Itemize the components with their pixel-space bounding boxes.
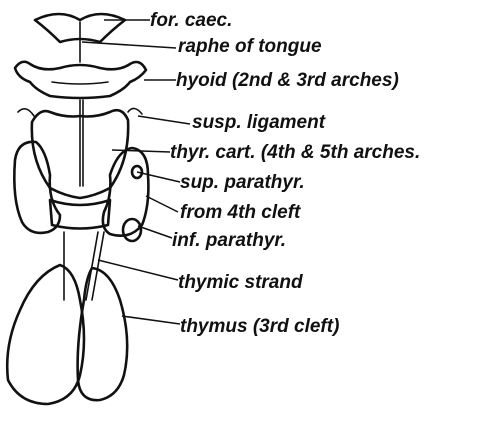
leader-lines <box>82 20 190 324</box>
label-raphe: raphe of tongue <box>178 36 322 57</box>
labels: for. caec. raphe of tongue hyoid (2nd & … <box>150 10 420 337</box>
label-thymus: thymus (3rd cleft) <box>180 316 339 337</box>
label-susp-ligament: susp. ligament <box>192 112 326 133</box>
label-from-4th-cleft: from 4th cleft <box>180 202 301 223</box>
midline-raphe <box>80 22 83 186</box>
hyoid-bone <box>15 62 146 98</box>
label-for-caec: for. caec. <box>150 10 232 31</box>
thymus-lobes <box>7 265 127 404</box>
label-thymic-strand: thymic strand <box>178 272 303 293</box>
label-inf-parathyr: inf. parathyr. <box>172 230 286 251</box>
label-hyoid: hyoid (2nd & 3rd arches) <box>176 70 399 91</box>
label-sup-parathyr: sup. parathyr. <box>180 172 305 193</box>
label-thyr-cart: thyr. cart. (4th & 5th arches. <box>170 142 420 163</box>
